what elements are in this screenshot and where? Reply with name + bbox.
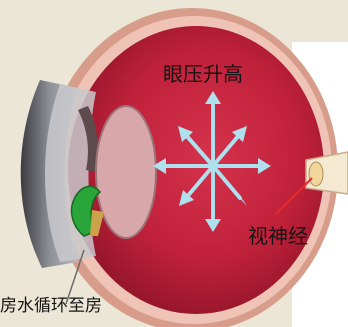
aqueous-flow-label: 房水循环至房 — [0, 298, 102, 315]
lens — [96, 106, 156, 238]
optic-disc — [309, 162, 323, 186]
pressure-label: 眼压升高 — [163, 64, 243, 84]
optic-nerve-label: 视神经 — [248, 226, 308, 246]
